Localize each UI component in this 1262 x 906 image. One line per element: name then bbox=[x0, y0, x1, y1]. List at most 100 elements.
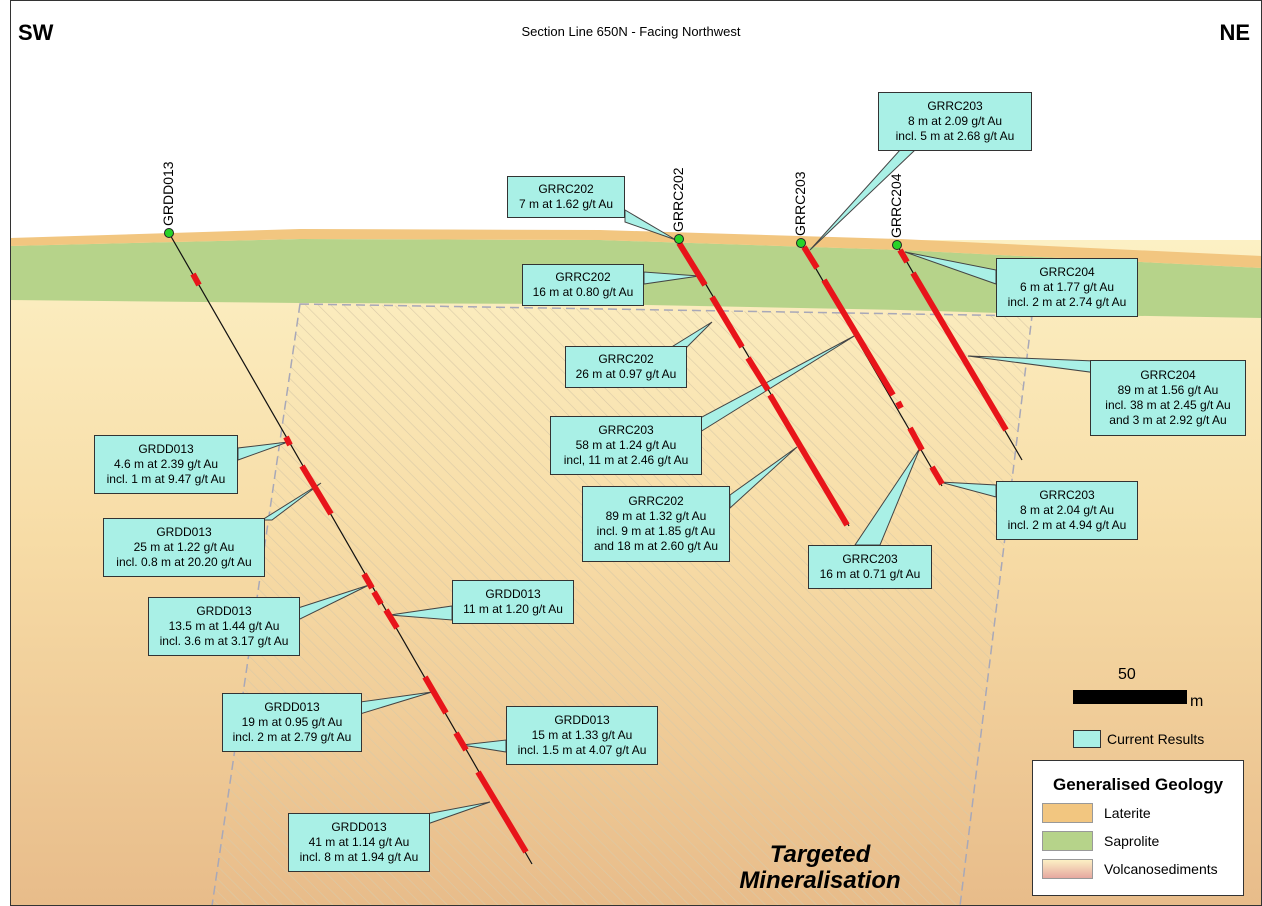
callout-line: GRDD013 bbox=[554, 713, 610, 727]
callout-line: 4.6 m at 2.39 g/t Au bbox=[113, 457, 219, 471]
callout-grrc202-26m: GRRC202 26 m at 0.97 g/t Au bbox=[565, 346, 687, 388]
scale-unit: m bbox=[1190, 693, 1204, 710]
callout-grrc204-top: GRRC204 6 m at 1.77 g/t Au incl. 2 m at … bbox=[996, 258, 1138, 317]
callout-line: and 3 m at 2.92 g/t Au bbox=[1109, 413, 1227, 427]
section-title: Section Line 650N - Facing Northwest bbox=[521, 24, 741, 39]
laterite-swatch bbox=[1042, 803, 1093, 823]
collar-grrc202 bbox=[674, 234, 684, 244]
collars bbox=[164, 228, 902, 250]
callout-line: GRDD013 bbox=[264, 700, 320, 714]
intercept-grdd013-c bbox=[299, 464, 334, 516]
callout-line: incl. 5 m at 2.68 g/t Au bbox=[895, 129, 1015, 143]
legend-current-results: Current Results bbox=[1073, 730, 1204, 748]
targeted-mineralisation-label: Targeted Mineralisation bbox=[739, 841, 901, 894]
callout-line: 8 m at 2.04 g/t Au bbox=[1019, 503, 1115, 517]
intercept-grrc204-a bbox=[897, 248, 910, 264]
callout-line: 6 m at 1.77 g/t Au bbox=[1019, 280, 1115, 294]
callout-line: GRDD013 bbox=[196, 604, 252, 618]
intercept-grdd013-h bbox=[453, 731, 469, 752]
volcanosediments-swatch bbox=[1042, 859, 1093, 879]
hole-label-grrc204: GRRC204 bbox=[888, 173, 904, 238]
callout-line: 7 m at 1.62 g/t Au bbox=[518, 197, 614, 211]
intercept-grdd013-i bbox=[475, 770, 529, 854]
callout-line: 89 m at 1.32 g/t Au bbox=[605, 509, 707, 523]
callout-line: 58 m at 1.24 g/t Au bbox=[575, 438, 677, 452]
scale-value: 50 bbox=[1118, 666, 1136, 683]
current-results-swatch bbox=[1073, 730, 1101, 748]
callout-line: incl. 2 m at 2.79 g/t Au bbox=[232, 730, 352, 744]
intercept-grrc203-e bbox=[929, 465, 945, 486]
callout-grrc202-89m: GRRC202 89 m at 1.32 g/t Au incl. 9 m at… bbox=[582, 486, 730, 562]
callout-line: incl. 1.5 m at 4.07 g/t Au bbox=[517, 743, 647, 757]
callout-line: incl, 11 m at 2.46 g/t Au bbox=[563, 453, 689, 467]
callout-line: 89 m at 1.56 g/t Au bbox=[1117, 383, 1219, 397]
callout-line: 26 m at 0.97 g/t Au bbox=[575, 367, 677, 381]
callout-line: 11 m at 1.20 g/t Au bbox=[463, 602, 563, 616]
geology-legend: Generalised Geology Laterite Saprolite V… bbox=[1032, 760, 1244, 896]
callout-line: 15 m at 1.33 g/t Au bbox=[531, 728, 633, 742]
intercept-grrc204-b bbox=[910, 271, 1009, 432]
callout-line: 25 m at 1.22 g/t Au bbox=[133, 540, 235, 554]
callout-line: incl. 38 m at 2.45 g/t Au bbox=[1105, 398, 1231, 412]
callout-grrc203-58m: GRRC203 58 m at 1.24 g/t Au incl, 11 m a… bbox=[550, 416, 702, 475]
callout-line: incl. 0.8 m at 20.20 g/t Au bbox=[116, 555, 252, 569]
callout-line: GRRC202 bbox=[628, 494, 684, 508]
legend-title: Generalised Geology bbox=[1052, 775, 1224, 794]
leader-grrc202-top bbox=[624, 209, 677, 241]
intercept-grdd013-b bbox=[283, 435, 293, 447]
callout-line: GRRC204 bbox=[1140, 368, 1196, 382]
callout-line: GRRC203 bbox=[927, 99, 983, 113]
callout-line: incl. 8 m at 1.94 g/t Au bbox=[299, 850, 419, 864]
callout-grrc204-89m: GRRC204 89 m at 1.56 g/t Au incl. 38 m a… bbox=[1090, 360, 1246, 436]
legend-item-label: Laterite bbox=[1104, 805, 1151, 821]
callout-line: 8 m at 2.09 g/t Au bbox=[907, 114, 1003, 128]
callout-line: 19 m at 0.95 g/t Au bbox=[241, 715, 343, 729]
callout-line: GRRC203 bbox=[842, 552, 898, 566]
hole-label-grrc203: GRRC203 bbox=[792, 171, 808, 236]
legend-item-saprolite: Saprolite bbox=[1042, 831, 1243, 851]
callout-line: incl. 1 m at 9.47 g/t Au bbox=[106, 472, 226, 486]
direction-ne: NE bbox=[1219, 20, 1250, 45]
intercept-grrc202-c bbox=[745, 356, 771, 392]
callout-line: GRRC204 bbox=[1039, 265, 1095, 279]
intercepts bbox=[190, 241, 1009, 854]
callout-line: 13.5 m at 1.44 g/t Au bbox=[168, 619, 280, 633]
callout-grdd013-13m: GRDD013 13.5 m at 1.44 g/t Au incl. 3.6 … bbox=[148, 597, 300, 656]
callout-line: incl. 2 m at 2.74 g/t Au bbox=[1007, 295, 1127, 309]
legend-item-label: Saprolite bbox=[1104, 833, 1160, 849]
callout-grrc202-16m: GRRC202 16 m at 0.80 g/t Au bbox=[522, 264, 644, 306]
callout-grdd013-11m: GRDD013 11 m at 1.20 g/t Au bbox=[452, 580, 574, 624]
trace-grdd013 bbox=[168, 232, 533, 865]
callout-line: 16 m at 0.80 g/t Au bbox=[532, 285, 634, 299]
hole-label-grdd013: GRDD013 bbox=[160, 161, 176, 226]
callout-line: GRRC202 bbox=[555, 270, 611, 284]
targeted-mineralisation-zone bbox=[211, 303, 1033, 906]
callout-line: GRDD013 bbox=[156, 525, 212, 539]
intercept-grrc202-d bbox=[767, 393, 850, 527]
intercept-grdd013-g bbox=[422, 675, 449, 715]
callout-grdd013-15m: GRDD013 15 m at 1.33 g/t Au incl. 1.5 m … bbox=[506, 706, 658, 765]
callout-line: incl. 9 m at 1.85 g/t Au bbox=[596, 524, 716, 538]
callout-line: GRRC203 bbox=[1039, 488, 1095, 502]
callout-leaders bbox=[237, 149, 1121, 829]
intercept-grdd013-e bbox=[371, 590, 384, 606]
collar-grrc204 bbox=[892, 240, 902, 250]
legend-item-label: Volcanosediments bbox=[1104, 861, 1218, 877]
leader-grrc202-89m bbox=[729, 446, 798, 510]
scale-bar bbox=[1073, 690, 1187, 704]
intercept-grrc203-a bbox=[801, 245, 820, 270]
laterite-layer bbox=[10, 229, 1262, 268]
callout-grrc202-top: GRRC202 7 m at 1.62 g/t Au bbox=[507, 176, 625, 218]
leader-grrc202-16m bbox=[643, 271, 700, 285]
callout-line: incl. 2 m at 4.94 g/t Au bbox=[1007, 518, 1127, 532]
callout-line: GRRC203 bbox=[598, 423, 654, 437]
callout-line: GRDD013 bbox=[331, 820, 387, 834]
intercept-grdd013-f bbox=[383, 608, 400, 630]
callout-line: GRDD013 bbox=[485, 587, 541, 601]
intercept-grrc203-c bbox=[895, 400, 904, 410]
callout-line: GRRC202 bbox=[598, 352, 654, 366]
callout-grdd013-41m: GRDD013 41 m at 1.14 g/t Au incl. 8 m at… bbox=[288, 813, 430, 872]
callout-line: and 18 m at 2.60 g/t Au bbox=[593, 539, 719, 553]
callout-grdd013-25m: GRDD013 25 m at 1.22 g/t Au incl. 0.8 m … bbox=[103, 518, 265, 577]
